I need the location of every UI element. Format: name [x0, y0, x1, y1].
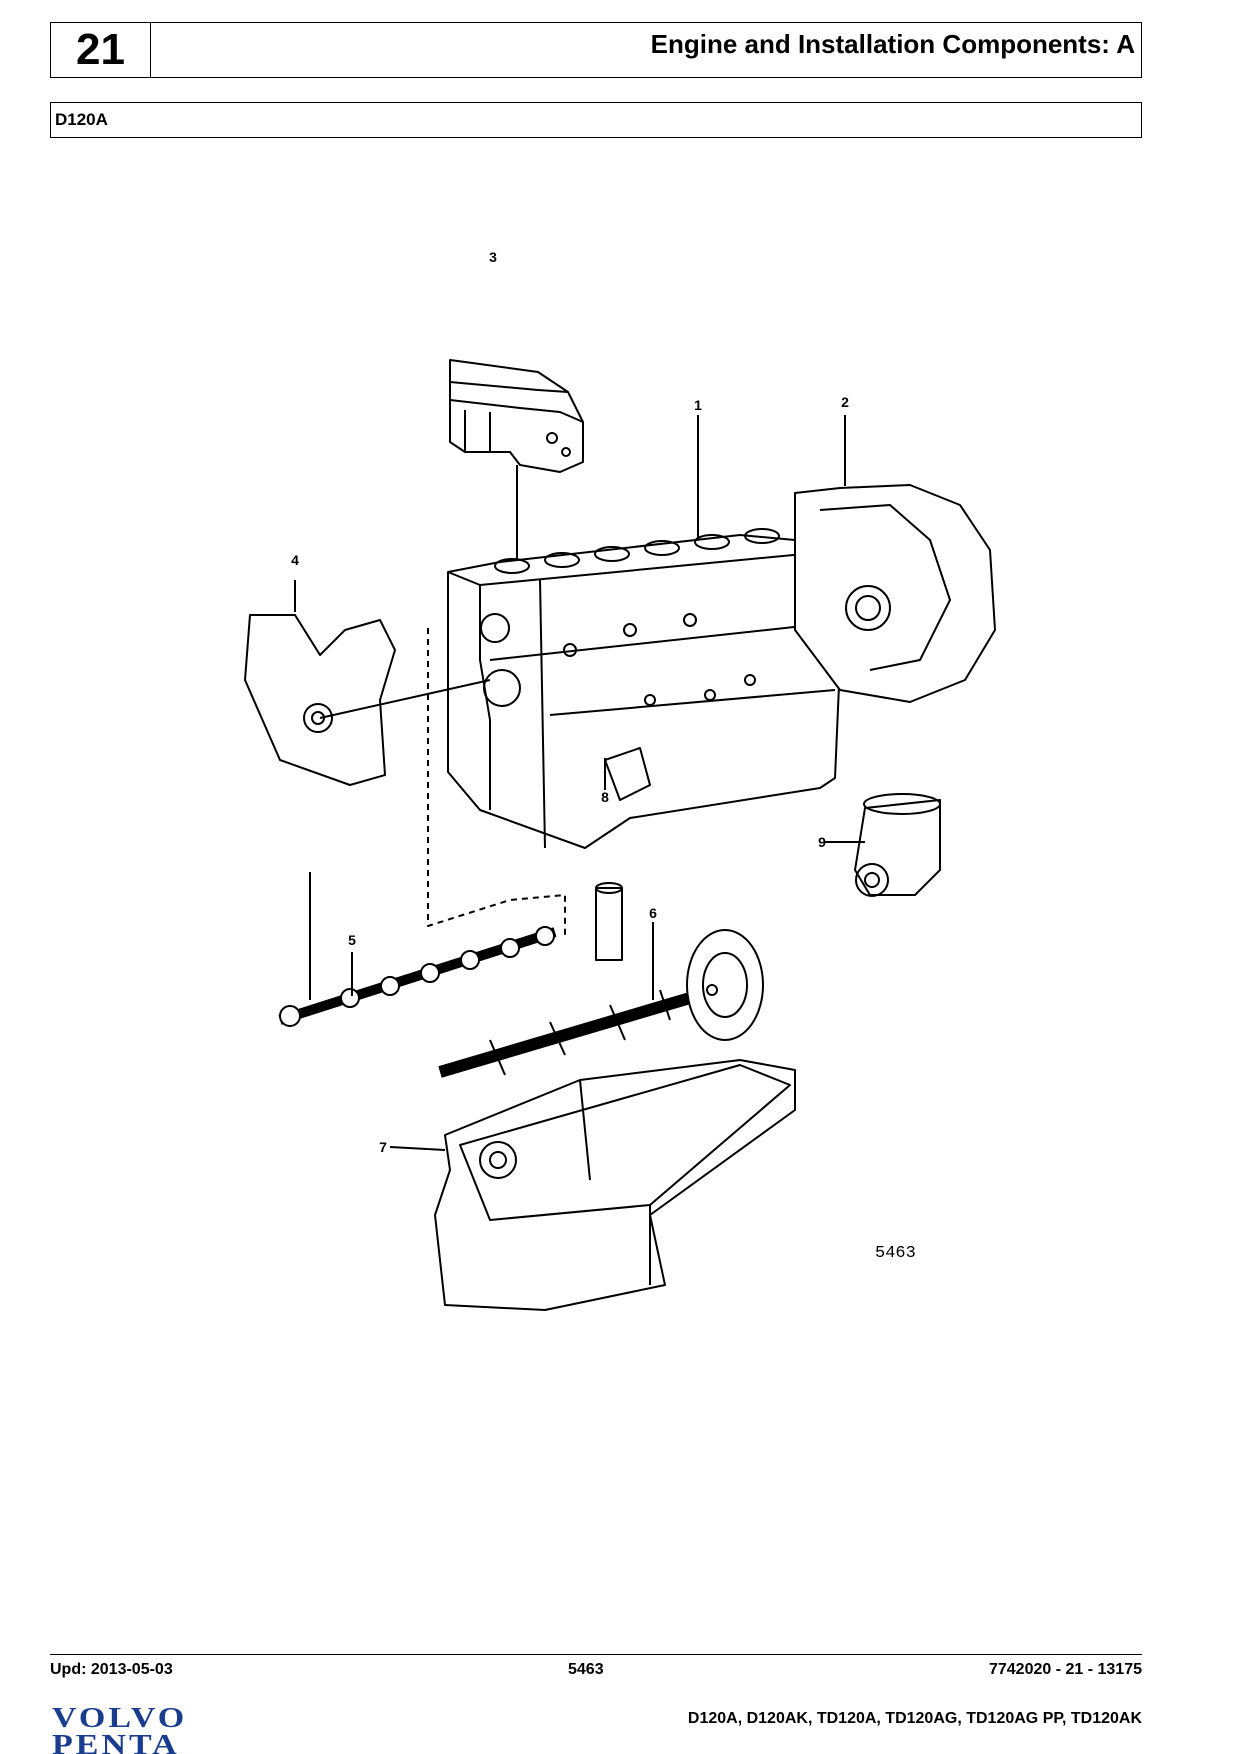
- oil-sump-drawing: [389, 1059, 796, 1311]
- page-header: 21 Engine and Installation Components: A: [50, 22, 1142, 78]
- timing-cover-drawing: [244, 580, 491, 786]
- flywheel-housing-drawing: [794, 415, 996, 703]
- exploded-view-figure: 1 2 3 4 5 6 7 8 9 5463: [50, 160, 1140, 1480]
- callout-7: 7: [379, 1139, 387, 1155]
- footer-rule: [50, 1654, 1142, 1655]
- model-bar: D120A: [50, 102, 1142, 138]
- callout-5: 5: [348, 932, 356, 948]
- callout-6: 6: [649, 905, 657, 921]
- volvo-penta-logo: VOLVO PENTA: [48, 1700, 208, 1754]
- footer-figure-code: 5463: [568, 1661, 604, 1678]
- page-title: Engine and Installation Components: A: [650, 29, 1135, 59]
- cylinder-head-drawing: [449, 359, 584, 570]
- callout-3: 3: [489, 249, 497, 265]
- section-number: 21: [51, 23, 151, 77]
- crankshaft-drawing: [438, 882, 764, 1078]
- update-date: Upd: 2013-05-03: [50, 1661, 173, 1678]
- model-label: D120A: [55, 110, 108, 129]
- document-reference: 7742020 - 21 - 13175: [988, 1661, 1142, 1678]
- air-compressor-drawing: [825, 793, 941, 897]
- logo-line-2: PENTA: [52, 1729, 180, 1754]
- callout-8: 8: [601, 789, 609, 805]
- figure-code: 5463: [875, 1244, 916, 1263]
- callout-9: 9: [818, 834, 826, 850]
- applicable-models: D120A, D120AK, TD120A, TD120AG, TD120AG …: [687, 1710, 1142, 1727]
- callout-4: 4: [291, 552, 299, 568]
- callout-2: 2: [841, 394, 849, 410]
- cylinder-block-drawing: [447, 415, 841, 849]
- dashed-linkage: [427, 628, 566, 935]
- logo-line-1: VOLVO: [52, 1702, 188, 1734]
- camshaft-drawing: [278, 872, 557, 1027]
- callout-1: 1: [694, 397, 702, 413]
